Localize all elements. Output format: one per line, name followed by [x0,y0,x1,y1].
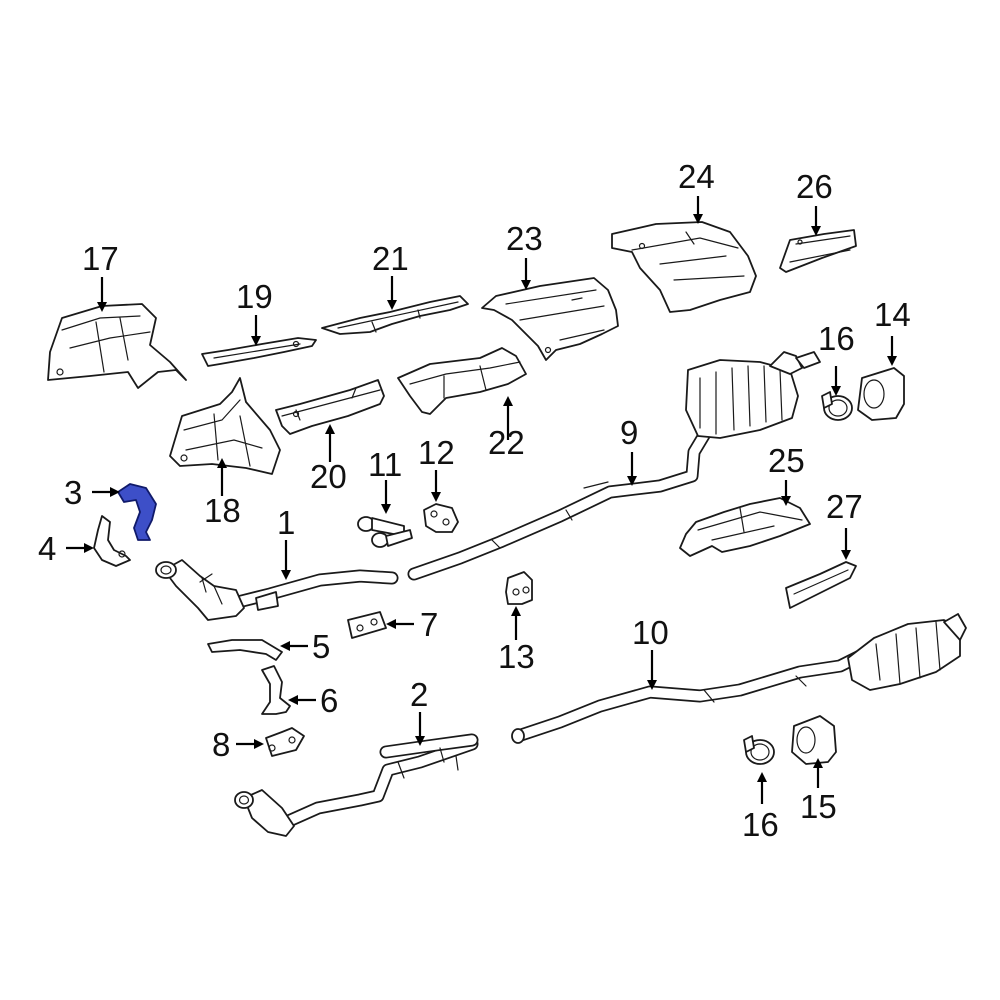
part-15-exhaust-tip [791,715,837,765]
callout-16a: 16 [818,320,855,357]
part-24-heat-shield [611,221,757,313]
callout-9: 9 [620,414,638,451]
callout-25: 25 [768,442,805,479]
callout-12: 12 [418,434,455,471]
part-23-heat-shield [481,277,619,361]
part-16a-clamp [821,391,853,421]
callout-14: 14 [874,296,911,333]
part-25-heat-shield [679,497,811,557]
part-12-insulator [423,503,459,533]
part-21-heat-shield [321,295,469,335]
part-1-front-pipe [155,559,399,621]
callout-21: 21 [372,240,409,277]
part-4-clamp [93,515,131,567]
callout-3: 3 [64,474,82,511]
callout-6: 6 [320,682,338,719]
callout-20: 20 [310,458,347,495]
callout-11: 11 [368,446,402,483]
part-20-heat-shield [275,379,385,435]
callout-17: 17 [82,240,119,277]
part-13-hanger [505,571,533,605]
part-14-exhaust-tip [857,367,905,421]
callout-15: 15 [800,788,837,825]
callout-7: 7 [420,606,438,643]
callout-19: 19 [236,278,273,315]
part-19-heat-shield [201,337,317,367]
part-10-rear-pipe [511,613,967,744]
part-17-heat-shield [47,303,187,389]
callout-23: 23 [506,220,543,257]
part-8-bracket [265,727,305,757]
callout-27: 27 [826,488,863,525]
callout-18: 18 [204,492,241,529]
part-27-heat-shield [785,561,857,609]
callout-leaders [66,196,897,804]
callout-26: 26 [796,168,833,205]
part-5-bracket [207,639,283,661]
part-6-bracket [261,665,291,715]
callout-10: 10 [632,614,669,651]
part-7-plate [347,611,387,639]
callout-24: 24 [678,158,715,195]
callout-16b: 16 [742,806,779,843]
part-11-insulator [357,516,413,548]
part-18-heat-shield [169,377,281,475]
callout-22: 22 [488,424,525,461]
callout-13: 13 [498,638,535,675]
part-9-intermediate-pipe [407,351,821,581]
callout-4: 4 [38,530,56,567]
callout-2: 2 [410,676,428,713]
callout-1: 1 [277,504,295,541]
callout-8: 8 [212,726,230,763]
part-22-heat-shield [397,347,527,415]
callout-numbers: 17 18 19 20 21 22 23 24 26 25 27 16 14 9… [38,158,911,843]
part-3-bracket-highlighted [117,483,157,541]
part-16b-clamp [743,735,775,765]
callout-5: 5 [312,628,330,665]
part-26-heat-shield [779,229,857,273]
part-2-pipe-assembly [234,733,479,837]
